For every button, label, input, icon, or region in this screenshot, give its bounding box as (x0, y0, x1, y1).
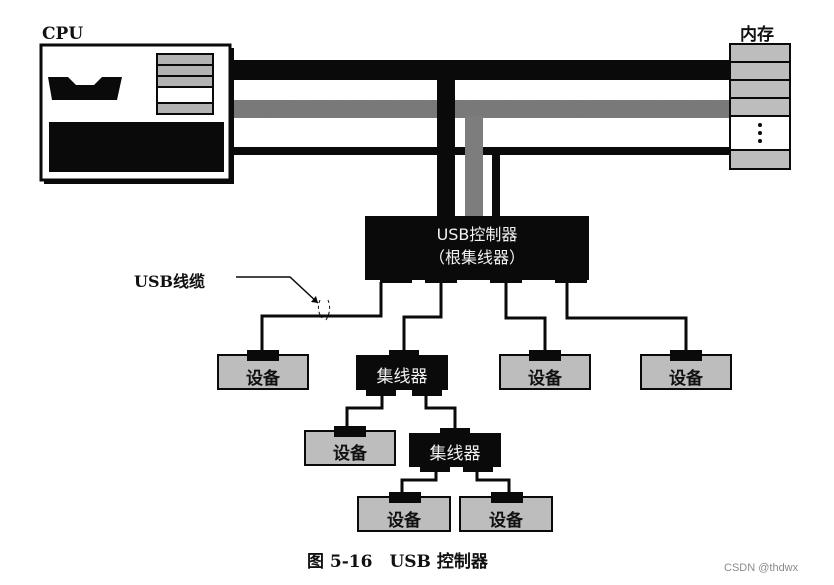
usb-controller-box (365, 216, 589, 283)
device-2-label: 设备 (528, 369, 562, 389)
hub-1-box (356, 350, 448, 396)
device-1-label: 设备 (246, 369, 280, 389)
device-5 (357, 492, 451, 532)
cable-root-to-hub-1 (402, 282, 443, 352)
cpu-alu-shape (48, 77, 122, 100)
cpu-control-unit (49, 122, 224, 172)
device-5-label: 设备 (387, 511, 421, 531)
device-2 (499, 350, 591, 390)
cable-hub1-to-hub-2 (424, 395, 457, 430)
memory-label: 内存 (740, 25, 774, 45)
watermark: CSDN @thdwx (724, 562, 799, 574)
controller-label-line2: （根集线器） (428, 248, 525, 267)
cable-root-to-device-3 (565, 282, 688, 352)
system-bus (232, 60, 732, 218)
memory-box (729, 43, 791, 170)
device-6 (459, 492, 553, 532)
bus-drop-gray (465, 116, 483, 218)
cable-hub2-to-device-6 (475, 470, 511, 494)
device-3-label: 设备 (669, 369, 703, 389)
cpu-registers (156, 53, 214, 115)
memory-ellipsis-dot (758, 139, 762, 143)
hub-2-label: 集线器 (429, 444, 481, 464)
device-6-label: 设备 (489, 511, 523, 531)
cpu-label: CPU (42, 24, 84, 44)
cable-root-to-device-1 (260, 282, 383, 352)
hub-1-label: 集线器 (376, 367, 428, 387)
device-4 (304, 426, 396, 466)
bus-drop-thin (492, 150, 500, 218)
usb-cable-label: USB线缆 (134, 272, 206, 291)
cable-hub2-to-device-5 (400, 470, 438, 494)
device-4-label: 设备 (333, 444, 367, 464)
memory-ellipsis-dot (758, 123, 762, 127)
memory-ellipsis-dot (758, 131, 762, 135)
device-1 (217, 350, 309, 390)
usb-cables (260, 282, 688, 494)
cable-root-to-device-2 (504, 282, 547, 352)
hub-2-box (409, 428, 501, 472)
controller-label-line1: USB控制器 (436, 225, 518, 244)
cpu-box (39, 43, 234, 184)
bus-gray (232, 100, 732, 118)
bus-drop-black (437, 78, 455, 218)
bus-black-top (232, 60, 732, 80)
cable-hub1-to-device-4 (345, 395, 384, 428)
figure-caption: 图 5-16 USB 控制器 (307, 552, 488, 572)
usb-cable-callout (236, 276, 331, 321)
device-3 (640, 350, 732, 390)
